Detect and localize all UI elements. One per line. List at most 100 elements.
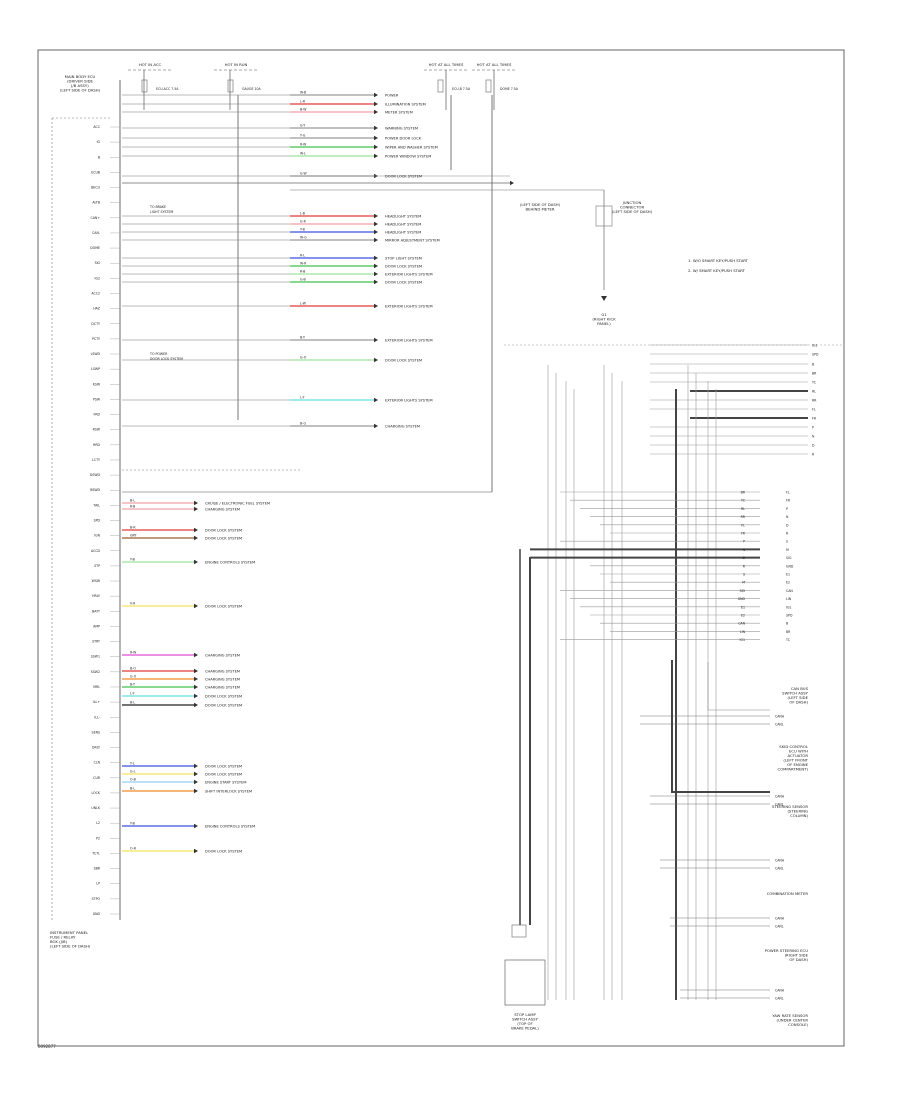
ecu-pin-label: LOCK xyxy=(92,791,101,795)
wire-color-code: W-R xyxy=(300,262,307,266)
ecu-pin-label: TCTL xyxy=(91,851,100,855)
wire-arrow xyxy=(374,397,378,403)
ecu-pin-label: SBR xyxy=(94,867,101,871)
inline-note: TO POWER xyxy=(149,352,168,356)
can-trunk-arrow xyxy=(510,180,514,186)
connector-pin-label: FR xyxy=(741,532,746,536)
connector-desc-label: D xyxy=(786,523,789,527)
lower-wire-color-code: Y-B xyxy=(130,822,135,826)
connector-desc-label: SIG xyxy=(786,556,792,560)
fuse-supply-label: HOT IN ACC xyxy=(139,62,162,67)
connector-desc-label: IG1 xyxy=(786,605,791,609)
lower-wire-color-code: GRY xyxy=(130,534,136,538)
ecu-pin-label: STPO xyxy=(92,897,101,901)
component-caption: COMBINATION METER xyxy=(767,891,809,896)
lower-system-reference: DOOR LOCK SYSTEM xyxy=(205,765,242,769)
connector-pin-label: BR xyxy=(741,491,746,495)
connector-pin-label: D xyxy=(743,556,746,560)
system-reference: WARNING SYSTEM xyxy=(385,127,418,131)
ground-symbol xyxy=(601,296,607,301)
component-pin: CANH xyxy=(775,989,785,993)
wire-arrow xyxy=(374,101,378,107)
fuse-rating: DOME 7.5A xyxy=(500,87,519,91)
stop-lamp-switch-box xyxy=(504,959,546,1006)
wire-color-code: B-G xyxy=(300,422,306,426)
lower-wire-arrow xyxy=(194,779,198,785)
system-reference: DOOR LOCK SYSTEM xyxy=(385,175,422,179)
component-caption: (UNDER CENTER xyxy=(776,1018,808,1023)
wire-color-code: R-W xyxy=(300,143,307,147)
lower-wire-arrow xyxy=(194,693,198,699)
lower-wire-color-code: R-W xyxy=(130,651,137,655)
connector-pin-label: S xyxy=(743,573,745,577)
wire-arrow xyxy=(374,337,378,343)
ecu-pin-label: TAIL xyxy=(92,503,100,507)
thick-steering-wire xyxy=(671,660,770,793)
splice-caption: (LEFT SIDE OF DASH) xyxy=(520,202,561,207)
lower-wire-color-code: O-B xyxy=(130,778,136,782)
lower-wire-color-code: B-O xyxy=(130,667,136,671)
wire-color-code: Y-B xyxy=(300,228,305,232)
system-reference: EXTERIOR LIGHTS SYSTEM xyxy=(385,399,433,403)
bus-pin-label: RL xyxy=(812,390,816,394)
system-reference: STOP LIGHT SYSTEM xyxy=(385,257,422,261)
component-pin: CANL xyxy=(775,997,784,1001)
ecu-pin-label: MRL xyxy=(93,685,100,689)
ecu-pin-label: CUR xyxy=(93,776,101,780)
ecu-pin-label: GND xyxy=(93,912,101,916)
lower-system-reference: DOOR LOCK SYSTEM xyxy=(205,537,242,541)
legend-entry: 2. W/ SMART KEY/PUSH START xyxy=(688,268,746,273)
wire-arrow xyxy=(374,213,378,219)
fuse-symbol xyxy=(437,79,444,93)
connector-pin-label: LIN xyxy=(740,630,746,634)
component-caption: SKID CONTROL xyxy=(779,744,809,749)
component-pin: CANH xyxy=(775,795,785,799)
wire-arrow xyxy=(374,279,378,285)
connector-pin-label: N xyxy=(743,548,746,552)
ground-point-caption: (RIGHT KICK xyxy=(592,317,616,322)
connector-desc-label: E2 xyxy=(786,581,790,585)
fuse-supply-label: HOT AT ALL TIMES xyxy=(477,62,512,67)
bus-pin-label: TC xyxy=(811,381,817,385)
ecu-pin-label: PSW xyxy=(93,397,101,401)
wire-color-code: G-W xyxy=(300,172,307,176)
lower-wire-arrow xyxy=(194,506,198,512)
ecu-pin-label: BECU xyxy=(91,186,100,190)
inline-note: TO BRAKE xyxy=(149,205,166,209)
wire-color-code: W-L xyxy=(300,152,306,156)
junction-box-caption: (LEFT SIDE OF DASH) xyxy=(50,944,91,949)
wire-arrow xyxy=(374,144,378,150)
lower-system-reference: CHARGING SYSTEM xyxy=(205,686,240,690)
bus-pin-label: R xyxy=(812,453,815,457)
connector-desc-label: M xyxy=(786,548,789,552)
wire-color-code: Y-G xyxy=(300,134,306,138)
wire-arrow xyxy=(374,229,378,235)
ecu-pin-label: P2 xyxy=(96,836,100,840)
legend-entry: 1. W/O SMART KEY/PUSH START xyxy=(688,258,749,263)
ecu-pin-label: KSW xyxy=(93,382,101,386)
lower-system-reference: DOOR LOCK SYSTEM xyxy=(205,529,242,533)
component-pin: CANH xyxy=(775,859,785,863)
lower-wire-arrow xyxy=(194,676,198,682)
ecu-pin-label: B xyxy=(98,155,100,159)
ecu-pin-label: AMP xyxy=(93,624,100,628)
connector-pin-label: R xyxy=(743,564,746,568)
bus-pin-label: FR xyxy=(812,417,817,421)
component-caption: STEERING SENSOR xyxy=(772,804,808,809)
system-reference: METER SYSTEM xyxy=(385,111,413,115)
ecu-pin-label: SSW1 xyxy=(91,655,100,659)
ecu-pin-label: RSW xyxy=(93,428,101,432)
junction-connector-caption: JUNCTION xyxy=(622,200,642,205)
lower-system-reference: CHARGING SYSTEM xyxy=(205,670,240,674)
ecu-pin-label: DOME xyxy=(90,246,100,250)
ecu-pin-label: L2 xyxy=(96,821,100,825)
bus-pin-label: BR xyxy=(812,372,817,376)
system-reference: DOOR LOCK SYSTEM xyxy=(385,265,422,269)
wire-color-code: R-B xyxy=(300,270,305,274)
fuse-rating: ECU-ACC 7.5A xyxy=(156,87,179,91)
inline-note: LIGHT SYSTEM xyxy=(150,210,173,214)
component-pin: CANH xyxy=(775,715,785,719)
component-pin: CANL xyxy=(775,925,784,929)
connector-pin-label: IG1 xyxy=(740,638,745,642)
connector-desc-label: E1 xyxy=(786,573,790,577)
